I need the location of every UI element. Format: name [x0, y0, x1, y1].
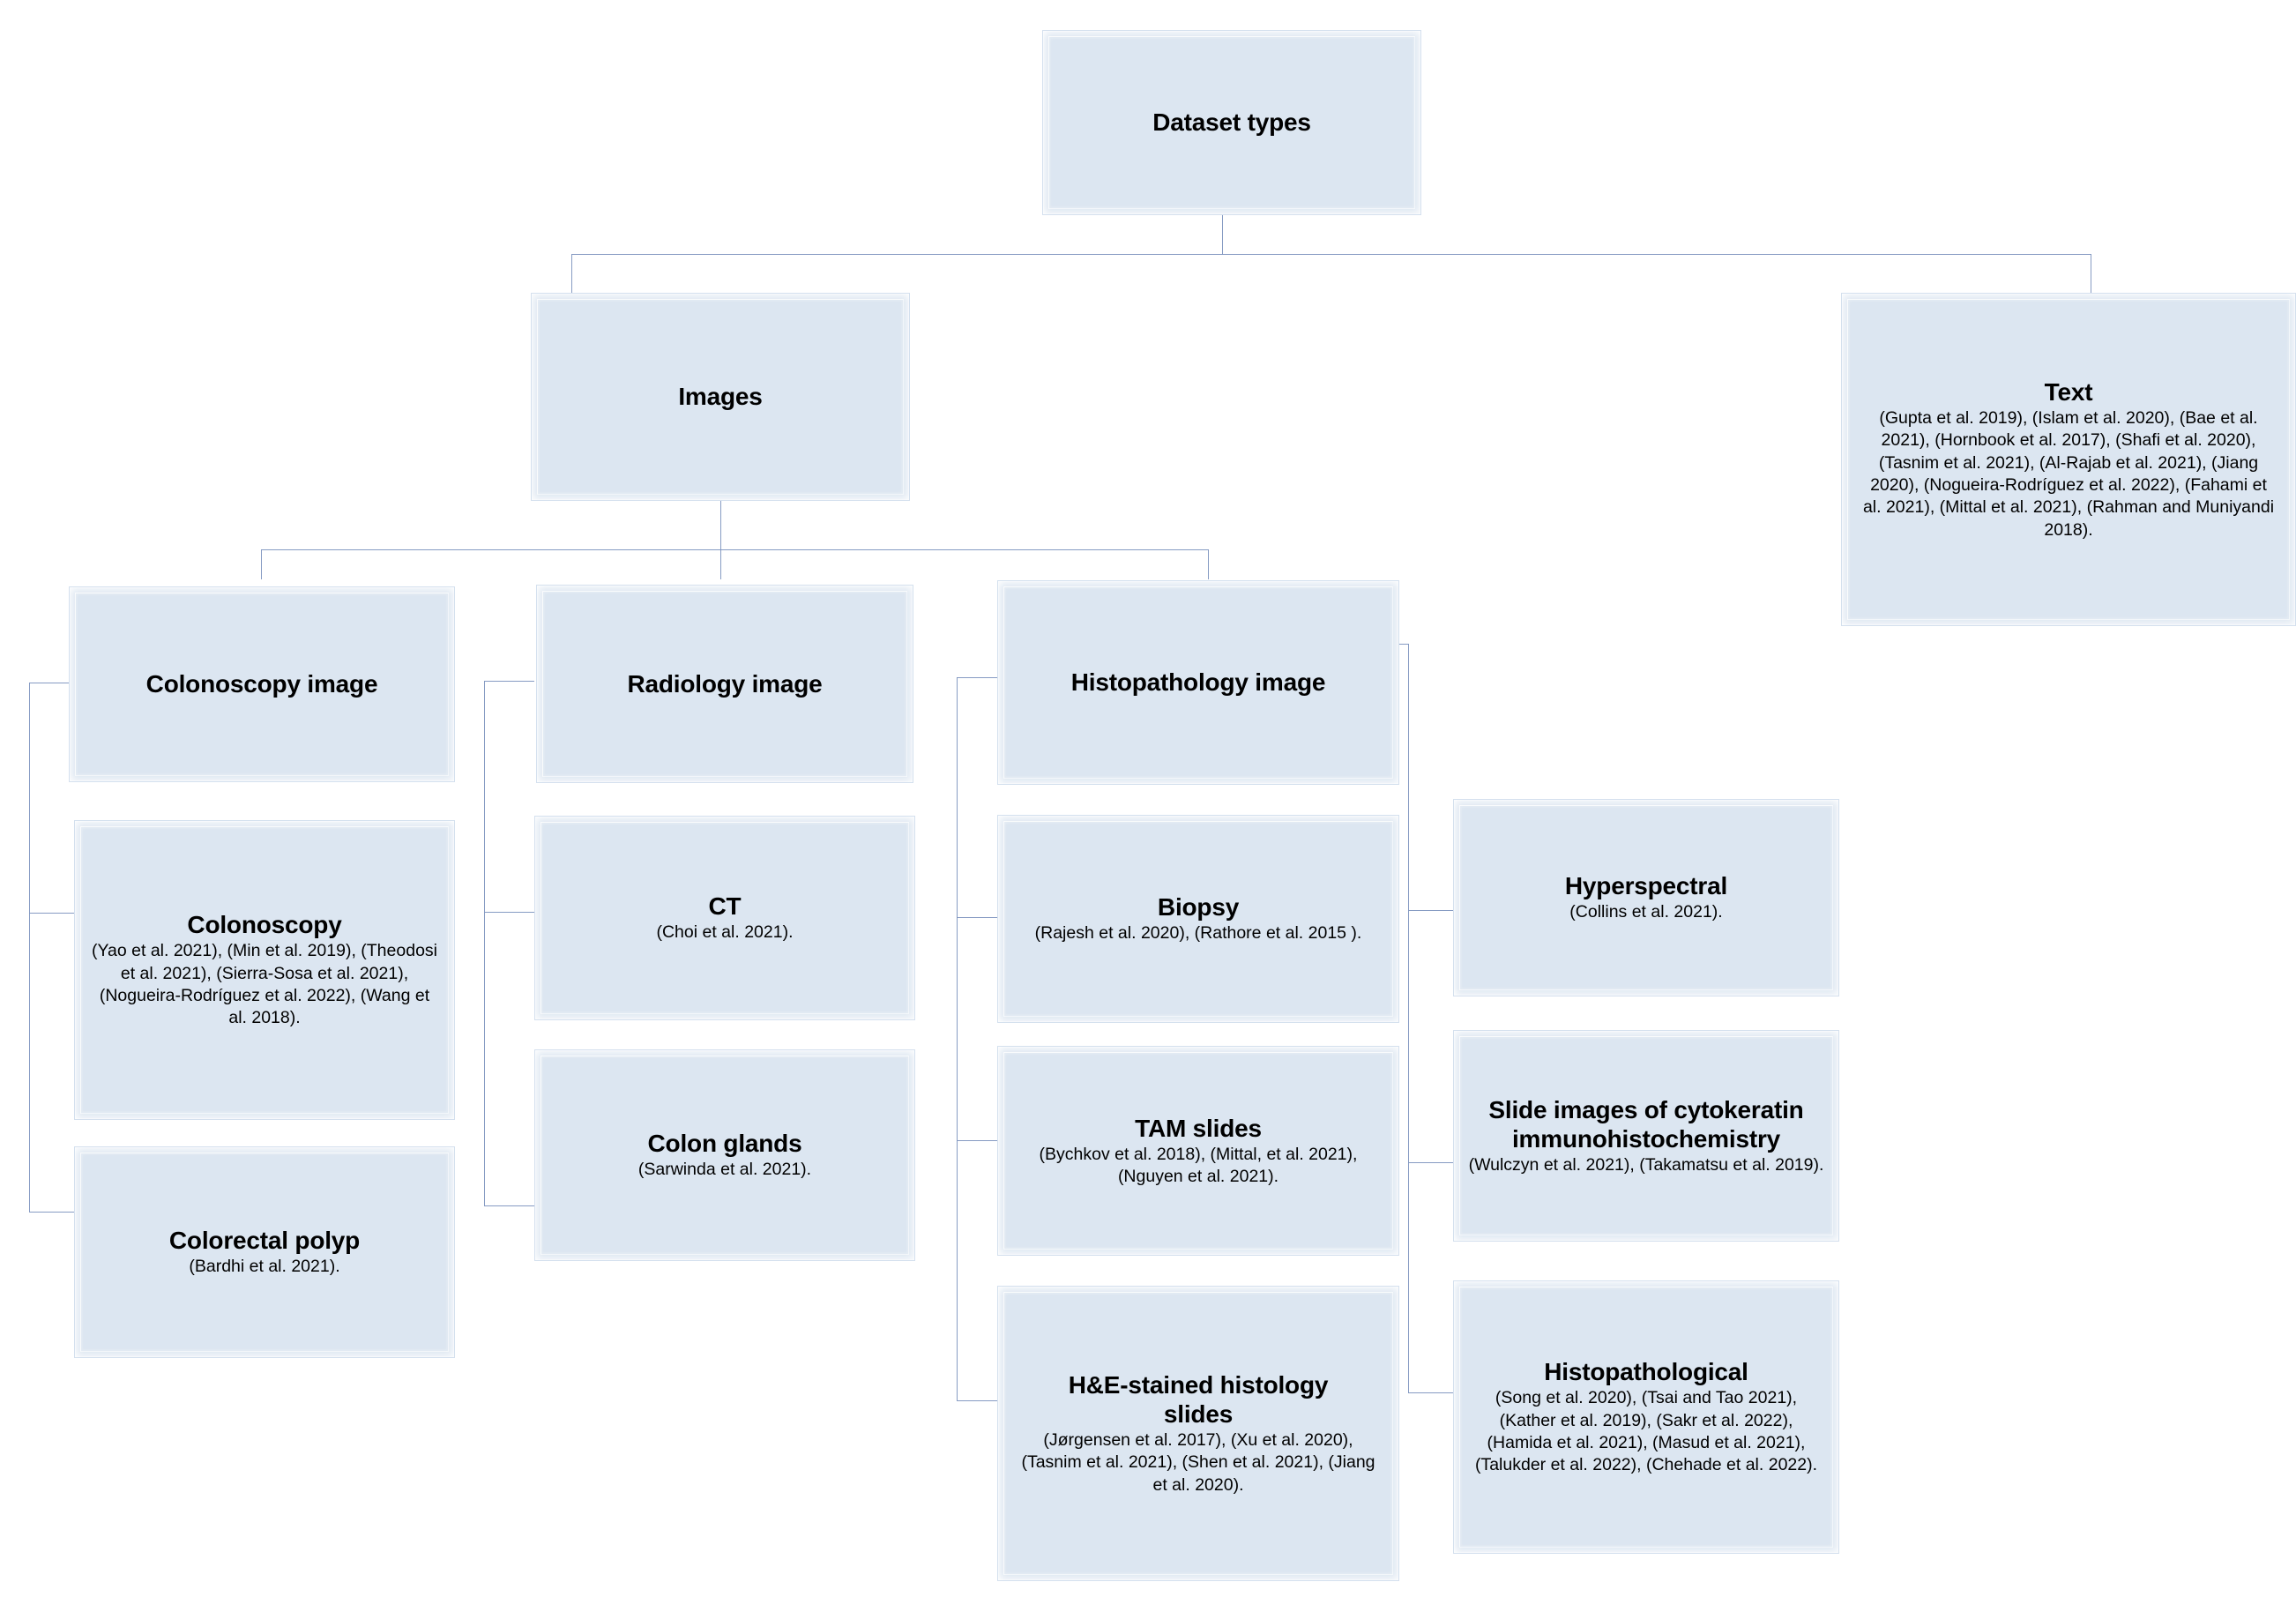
- connector-ct-stub: [484, 912, 534, 913]
- node-histopathology-image[interactable]: Histopathology image: [997, 580, 1399, 785]
- node-histopathology-image-label: Histopathology image: [1070, 668, 1326, 697]
- connector-radiology-image-stub: [484, 681, 534, 682]
- node-colon-glands-label: Colon glands: [647, 1130, 802, 1158]
- connector-to-histopathology-image: [1208, 549, 1209, 579]
- node-radiology-image[interactable]: Radiology image: [536, 585, 913, 783]
- node-colonoscopy-image-label: Colonoscopy image: [145, 670, 378, 698]
- node-he-stained-histology-slides[interactable]: H&E-stained histology slides (Jørgensen …: [997, 1286, 1399, 1581]
- node-images-label: Images: [678, 383, 763, 411]
- node-colorectal-polyp[interactable]: Colorectal polyp (Bardhi et al. 2021).: [74, 1146, 455, 1358]
- connector-images-down: [720, 500, 721, 549]
- connector-colorectal-polyp-stub: [29, 1212, 74, 1213]
- connector-images-bus: [261, 549, 1209, 550]
- connector-to-radiology-image: [720, 549, 721, 579]
- connector-colonoscopy-rail: [29, 683, 30, 1212]
- connector-root-down: [1222, 214, 1223, 255]
- node-he-stained-histology-slides-label: H&E-stained histology slides: [1068, 1370, 1329, 1428]
- node-histopathological[interactable]: Histopathological (Song et al. 2020), (T…: [1453, 1280, 1839, 1554]
- node-colon-glands[interactable]: Colon glands (Sarwinda et al. 2021).: [534, 1049, 915, 1261]
- node-text-refs: (Gupta et al. 2019), (Islam et al. 2020)…: [1862, 407, 2275, 540]
- connector-histopathology-image-stub: [957, 677, 997, 678]
- node-hyperspectral-label: Hyperspectral: [1564, 872, 1728, 900]
- node-colonoscopy-label: Colonoscopy: [187, 911, 342, 939]
- node-radiology-image-label: Radiology image: [627, 669, 823, 698]
- node-colonoscopy[interactable]: Colonoscopy (Yao et al. 2021), (Min et a…: [74, 820, 455, 1120]
- connector-to-images: [571, 254, 572, 293]
- node-images[interactable]: Images: [531, 293, 910, 501]
- node-dataset-types[interactable]: Dataset types: [1042, 30, 1421, 215]
- connector-hyperspectral-stub: [1408, 910, 1454, 911]
- connector-to-colonoscopy-image: [261, 549, 262, 579]
- connector-tam-slides-stub: [957, 1140, 997, 1141]
- node-ct-refs: (Choi et al. 2021).: [656, 922, 794, 943]
- connector-he-slides-stub: [957, 1400, 997, 1401]
- connector-histopathological-stub: [1408, 1392, 1454, 1393]
- node-colorectal-polyp-refs: (Bardhi et al. 2021).: [189, 1257, 340, 1277]
- node-biopsy-label: Biopsy: [1157, 893, 1240, 922]
- node-cytokeratin-slides-refs: (Wulczyn et al. 2021), (Takamatsu et al.…: [1468, 1154, 1824, 1175]
- connector-colonoscopy-stub: [29, 913, 74, 914]
- node-histopathological-refs: (Song et al. 2020), (Tsai and Tao 2021),…: [1474, 1388, 1818, 1475]
- connector-histopath-left-rail: [957, 677, 958, 1400]
- connector-biopsy-stub: [957, 917, 997, 918]
- node-dataset-types-label: Dataset types: [1152, 108, 1311, 137]
- node-tam-slides-refs: (Bychkov et al. 2018), (Mittal, et al. 2…: [1039, 1144, 1358, 1187]
- node-colorectal-polyp-label: Colorectal polyp: [168, 1227, 361, 1255]
- node-tam-slides[interactable]: TAM slides (Bychkov et al. 2018), (Mitta…: [997, 1046, 1399, 1256]
- node-ct-label: CT: [708, 892, 742, 921]
- connector-root-bus: [571, 254, 2091, 255]
- node-colonoscopy-refs: (Yao et al. 2021), (Min et al. 2019), (T…: [91, 941, 437, 1028]
- node-he-stained-histology-slides-refs: (Jørgensen et al. 2017), (Xu et al. 2020…: [1021, 1430, 1375, 1495]
- node-biopsy[interactable]: Biopsy (Rajesh et al. 2020), (Rathore et…: [997, 815, 1399, 1023]
- node-text[interactable]: Text (Gupta et al. 2019), (Islam et al. …: [1841, 293, 2296, 626]
- node-ct[interactable]: CT (Choi et al. 2021).: [534, 816, 915, 1020]
- node-hyperspectral[interactable]: Hyperspectral (Collins et al. 2021).: [1453, 799, 1839, 996]
- node-text-label: Text: [2044, 377, 2093, 406]
- node-biopsy-refs: (Rajesh et al. 2020), (Rathore et al. 20…: [1034, 923, 1362, 944]
- node-tam-slides-label: TAM slides: [1135, 1114, 1262, 1142]
- node-colonoscopy-image[interactable]: Colonoscopy image: [69, 586, 455, 782]
- node-hyperspectral-refs: (Collins et al. 2021).: [1569, 902, 1723, 922]
- node-cytokeratin-slides-label: Slide images of cytokeratin immunohistoc…: [1488, 1095, 1804, 1153]
- node-colon-glands-refs: (Sarwinda et al. 2021).: [637, 1160, 812, 1180]
- connector-radiology-rail: [484, 681, 485, 1205]
- connector-histopath-right-rail: [1408, 644, 1409, 1393]
- connector-cytokeratin-stub: [1408, 1162, 1454, 1163]
- node-cytokeratin-slides[interactable]: Slide images of cytokeratin immunohistoc…: [1453, 1030, 1839, 1242]
- node-histopathological-label: Histopathological: [1544, 1358, 1748, 1386]
- connector-colon-glands-stub: [484, 1205, 534, 1206]
